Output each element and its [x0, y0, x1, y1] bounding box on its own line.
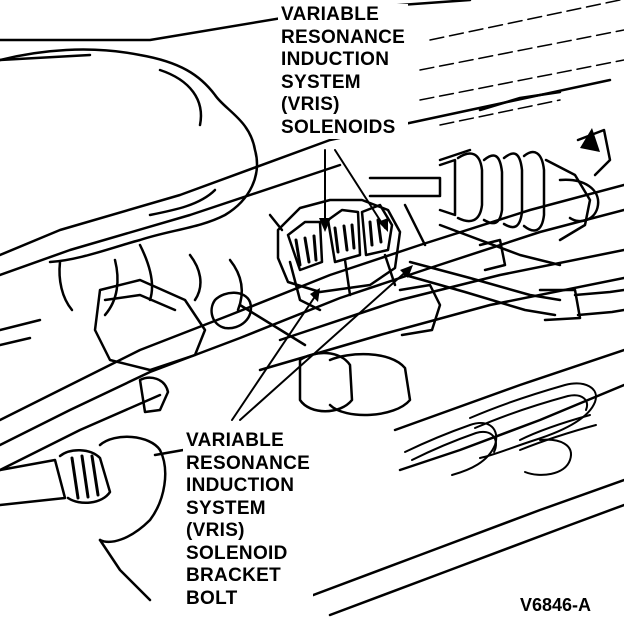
callout-line: (VRIS) [281, 94, 340, 115]
callout-line: SOLENOIDS [281, 116, 396, 138]
callout-line: (VRIS) [186, 520, 245, 541]
callout-line: SYSTEM [281, 71, 361, 93]
arrowheads [310, 128, 600, 302]
callout-line: SOLENOID [186, 542, 288, 564]
vacuum-tube [403, 260, 624, 322]
hand-outline [0, 48, 259, 317]
callout-line: INDUCTION [186, 475, 295, 496]
v6-emblem [404, 382, 597, 476]
background-hatching [419, 0, 624, 126]
callout-vris-solenoids: VARIABLE RESONANCE INDUCTION SYSTEM (VRI… [278, 4, 409, 139]
bellows-hose [368, 128, 612, 267]
callout-line: VARIABLE [186, 430, 285, 451]
vris-solenoids [268, 198, 427, 312]
callout-line: BRACKET [186, 565, 281, 586]
callout-line: RESONANCE [186, 452, 311, 474]
callout-line: INDUCTION [281, 49, 390, 70]
engine-cover [298, 348, 624, 617]
callout-line: RESONANCE [281, 26, 406, 48]
callout-line: SYSTEM [186, 497, 266, 519]
figure-id: V6846-A [520, 595, 592, 615]
callout-line: VARIABLE [281, 4, 380, 25]
callout-line: BOLT [186, 587, 238, 609]
solenoid-bracket [93, 238, 507, 417]
callout-vris-bracket-bolt: VARIABLE RESONANCE INDUCTION SYSTEM (VRI… [183, 430, 314, 610]
leader-lines [231, 149, 411, 421]
